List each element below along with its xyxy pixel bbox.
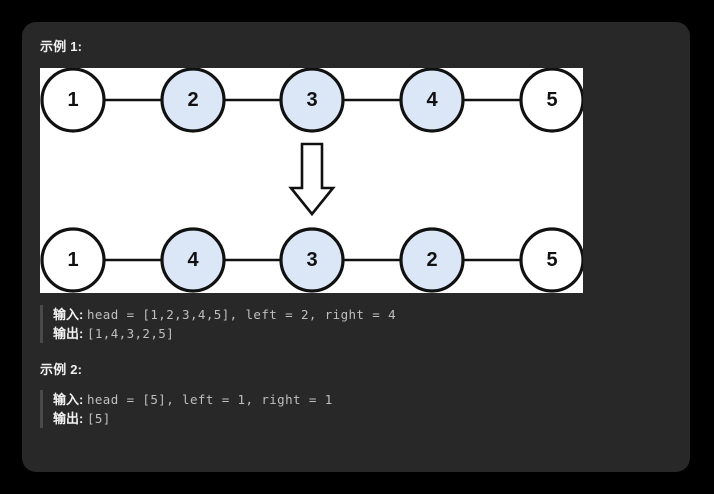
node-bottom-1	[40, 227, 106, 293]
node-top-3	[279, 68, 345, 133]
node-bottom-2-label: 4	[187, 249, 199, 271]
node-bottom-3-label: 3	[306, 249, 317, 271]
node-bottom-4-label: 2	[426, 249, 437, 271]
node-bottom-5	[519, 227, 583, 293]
example-2-output-value: [5]	[86, 411, 111, 426]
node-top-5-label: 5	[546, 89, 557, 111]
example-1-io-block: 输入: head = [1,2,3,4,5], left = 2, right …	[40, 305, 672, 343]
example-1-output-line: 输出: [1,4,3,2,5]	[53, 324, 672, 343]
example-1-input-label: 输入:	[53, 307, 87, 322]
example-2-output-line: 输出: [5]	[53, 409, 672, 428]
example-1-heading: 示例 1:	[40, 39, 83, 54]
diagram-top-row: 1 2 3 4 5	[40, 68, 583, 133]
node-bottom-5-label: 5	[546, 249, 557, 271]
example-2-input-value: head = [5], left = 1, right = 1	[86, 392, 333, 407]
linked-list-diagram: 1 2 3 4 5 1 4	[40, 68, 583, 293]
example-2-output-label: 输出:	[53, 411, 87, 426]
diagram-svg: 1 2 3 4 5 1 4	[40, 68, 583, 293]
node-bottom-1-label: 1	[67, 249, 78, 271]
node-bottom-2	[160, 227, 226, 293]
example-1-input-value: head = [1,2,3,4,5], left = 2, right = 4	[86, 307, 397, 322]
example-2-heading-wrap: 示例 2:	[40, 359, 672, 378]
diagram-bottom-row: 1 4 3 2 5	[40, 227, 583, 293]
example-2-io-block: 输入: head = [5], left = 1, right = 1 输出: …	[40, 390, 672, 428]
node-top-1-label: 1	[67, 89, 78, 111]
node-bottom-3	[279, 227, 345, 293]
node-bottom-4	[399, 227, 465, 293]
example-1-output-label: 输出:	[53, 326, 87, 341]
down-block-arrow-icon	[288, 142, 336, 217]
node-top-3-label: 3	[306, 89, 317, 111]
example-2-input-label: 输入:	[53, 392, 87, 407]
example-1-output-value: [1,4,3,2,5]	[86, 326, 175, 341]
example-2-heading: 示例 2:	[40, 362, 83, 377]
node-top-2-label: 2	[187, 89, 198, 111]
example-2-input-line: 输入: head = [5], left = 1, right = 1	[53, 390, 672, 409]
node-top-2	[160, 68, 226, 133]
node-top-5	[519, 68, 583, 133]
example-1-input-line: 输入: head = [1,2,3,4,5], left = 2, right …	[53, 305, 672, 324]
node-top-1	[40, 68, 106, 133]
node-top-4	[399, 68, 465, 133]
node-top-4-label: 4	[426, 89, 438, 111]
example-card: 示例 1: 1 2 3	[22, 22, 690, 472]
